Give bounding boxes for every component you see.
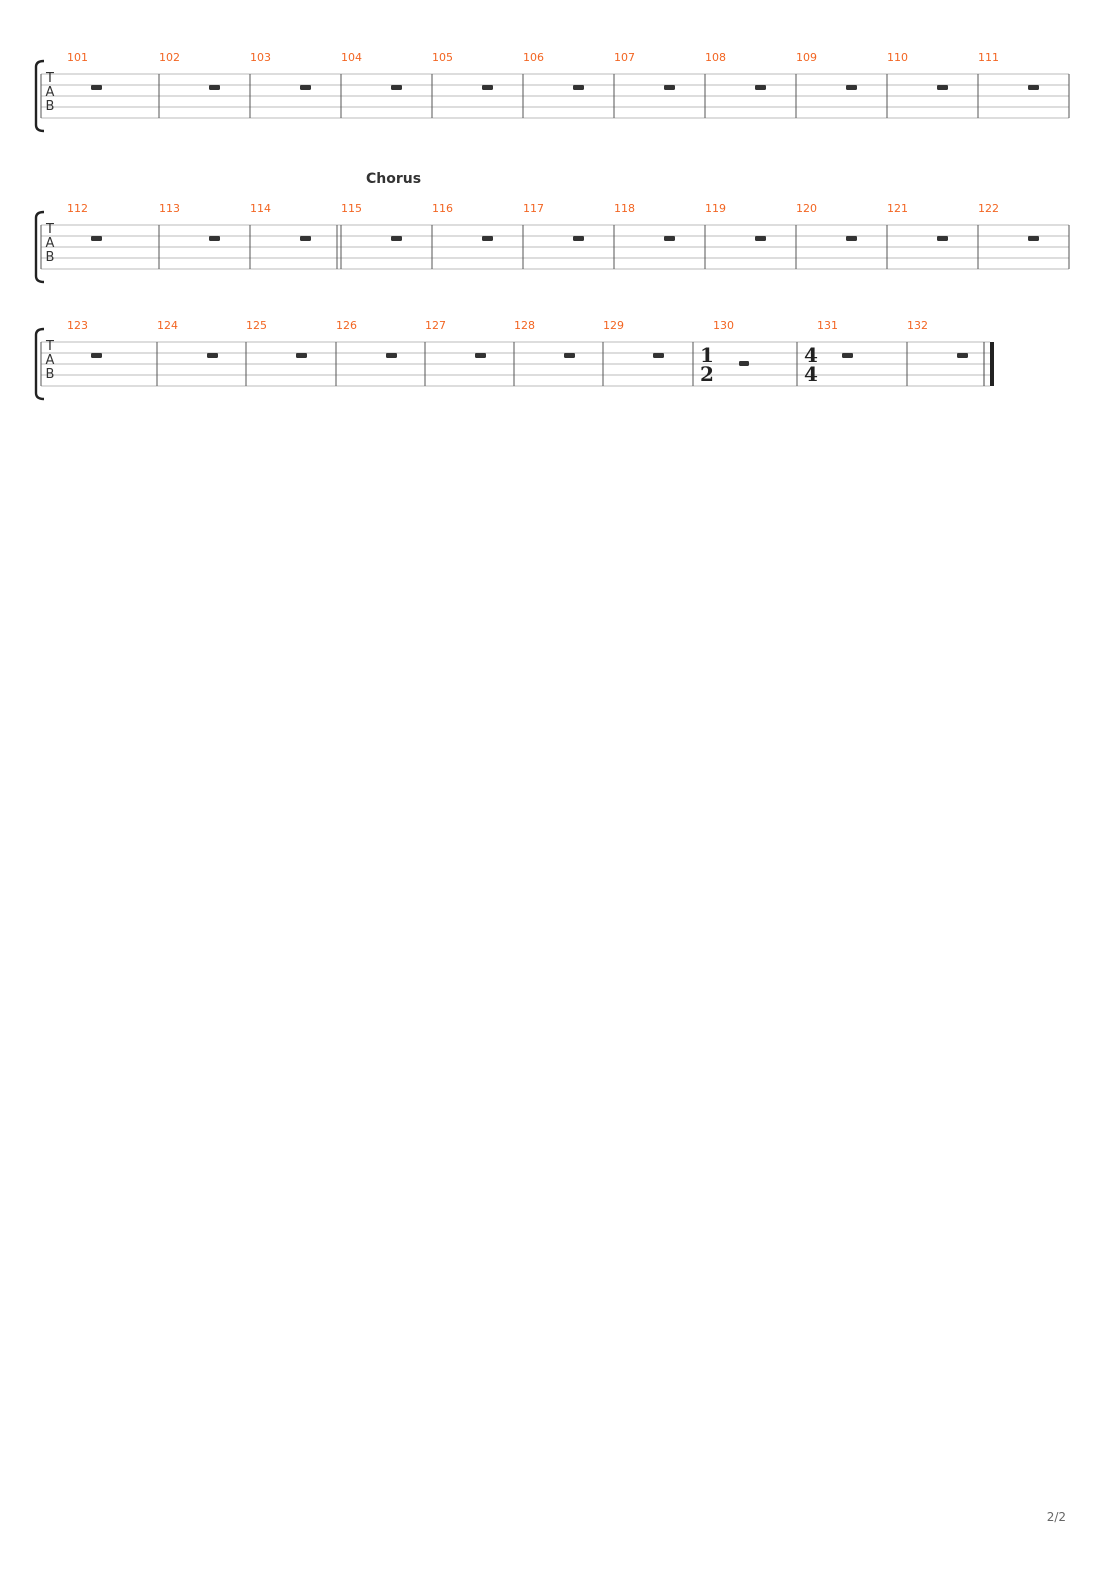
whole-rest: [475, 353, 486, 358]
tab-clef-letter: B: [45, 250, 55, 265]
bar-number: 114: [250, 202, 271, 215]
time-signature-bottom: 2: [700, 362, 714, 386]
bar-number: 110: [887, 51, 908, 64]
whole-rest: [207, 353, 218, 358]
whole-rest: [209, 236, 220, 241]
whole-rest: [937, 236, 948, 241]
bar-number: 123: [67, 319, 88, 332]
tab-clef-letter: T: [46, 71, 54, 86]
bar-number: 131: [817, 319, 838, 332]
staff-bracket: [34, 210, 45, 284]
whole-rest: [300, 236, 311, 241]
bar-number: 113: [159, 202, 180, 215]
bar-number: 124: [157, 319, 178, 332]
bar-number: 126: [336, 319, 357, 332]
bar-number: 106: [523, 51, 544, 64]
whole-rest: [937, 85, 948, 90]
whole-rest: [1028, 236, 1039, 241]
bar-number: 129: [603, 319, 624, 332]
whole-rest: [846, 236, 857, 241]
whole-rest: [91, 236, 102, 241]
tab-clef-letter: A: [45, 236, 55, 251]
bar-number: 130: [713, 319, 734, 332]
bar-number: 109: [796, 51, 817, 64]
time-signature-bottom: 4: [804, 362, 818, 386]
whole-rest: [91, 353, 102, 358]
bar-number: 116: [432, 202, 453, 215]
whole-rest: [1028, 85, 1039, 90]
bar-number: 108: [705, 51, 726, 64]
bar-number: 104: [341, 51, 362, 64]
whole-rest: [755, 85, 766, 90]
page-number: 2/2: [1046, 1510, 1066, 1524]
section-label: Chorus: [366, 171, 422, 187]
tab-clef-letter: T: [46, 339, 54, 354]
bar-number: 117: [523, 202, 544, 215]
whole-rest: [300, 85, 311, 90]
whole-rest: [957, 353, 968, 358]
bar-number: 128: [514, 319, 535, 332]
whole-rest: [573, 85, 584, 90]
whole-rest: [391, 236, 402, 241]
whole-rest: [91, 85, 102, 90]
whole-rest: [209, 85, 220, 90]
time-signature-top: 4: [804, 343, 818, 367]
whole-rest: [391, 85, 402, 90]
tab-clef-letter: B: [45, 99, 55, 114]
tab-clef-letter: A: [45, 353, 55, 368]
bar-number: 122: [978, 202, 999, 215]
bar-number: 111: [978, 51, 999, 64]
bar-number: 105: [432, 51, 453, 64]
whole-rest: [664, 85, 675, 90]
staff-bracket: [34, 59, 45, 133]
whole-rest: [482, 236, 493, 241]
bar-number: 102: [159, 51, 180, 64]
tab-clef-letter: B: [45, 367, 55, 382]
bar-number: 115: [341, 202, 362, 215]
tab-clef-letter: T: [46, 222, 54, 237]
whole-rest: [842, 353, 853, 358]
bar-number: 121: [887, 202, 908, 215]
time-signature-top: 1: [700, 343, 714, 367]
whole-rest: [755, 236, 766, 241]
bar-number: 127: [425, 319, 446, 332]
whole-rest: [573, 236, 584, 241]
whole-rest: [386, 353, 397, 358]
staff-bracket: [34, 327, 45, 401]
bar-number: 125: [246, 319, 267, 332]
whole-rest: [482, 85, 493, 90]
bar-number: 103: [250, 51, 271, 64]
whole-rest: [564, 353, 575, 358]
whole-rest: [664, 236, 675, 241]
half-rest: [739, 361, 749, 366]
bar-number: 107: [614, 51, 635, 64]
whole-rest: [296, 353, 307, 358]
bar-number: 119: [705, 202, 726, 215]
whole-rest: [846, 85, 857, 90]
whole-rest: [653, 353, 664, 358]
bar-number: 132: [907, 319, 928, 332]
bar-number: 118: [614, 202, 635, 215]
bar-number: 120: [796, 202, 817, 215]
bar-number: 112: [67, 202, 88, 215]
tab-clef-letter: A: [45, 85, 55, 100]
bar-number: 101: [67, 51, 88, 64]
